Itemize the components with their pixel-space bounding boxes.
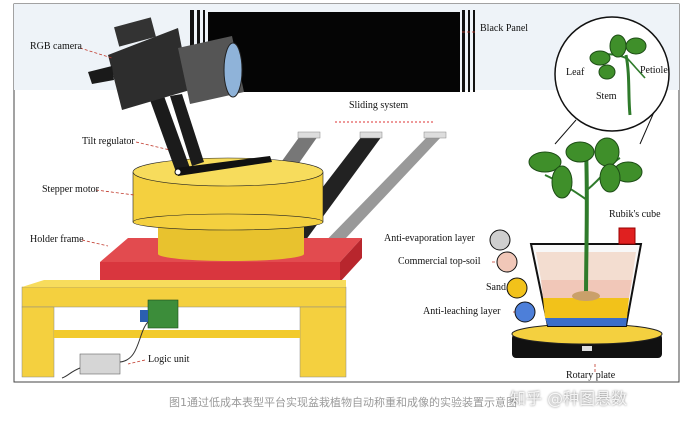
- label-rotary-plate: Rotary plate: [566, 370, 616, 381]
- tilt-regulator: [150, 94, 272, 176]
- label-stepper-motor: Stepper motor: [42, 184, 99, 195]
- rgb-camera: [88, 17, 244, 110]
- layer-legend: [489, 229, 536, 323]
- figure-caption: 图1通过低成本表型平台实现盆栽植物自动称重和成像的实验装置示意图: [169, 396, 517, 409]
- label-stem: Stem: [596, 91, 617, 102]
- label-holder-frame: Holder frame: [30, 234, 84, 245]
- label-logic-unit: Logic unit: [148, 354, 190, 365]
- label-sliding-system: Sliding system: [349, 100, 409, 111]
- label-sand: Sand: [486, 282, 506, 293]
- label-commercial-top-soil: Commercial top-soil: [398, 256, 481, 267]
- label-black-panel: Black Panel: [480, 23, 529, 34]
- logic-unit: [61, 299, 179, 379]
- label-anti-leaching-layer: Anti-leaching layer: [423, 306, 501, 317]
- plant: [528, 137, 643, 301]
- stepper-motor: [132, 157, 324, 261]
- label-tilt-regulator: Tilt regulator: [82, 136, 135, 147]
- black-panel: [190, 10, 475, 92]
- label-rgb-camera: RGB camera: [30, 41, 82, 52]
- watermark: 知乎 @种图悬数: [510, 389, 628, 408]
- label-rubiks-cube: Rubik's cube: [609, 209, 661, 220]
- label-petiole: Petiole: [640, 65, 668, 76]
- rotary-plate: [511, 323, 663, 358]
- base-bench: [21, 280, 347, 378]
- zoom-callout: [554, 16, 670, 145]
- label-anti-evaporation-layer: Anti-evaporation layer: [384, 233, 475, 244]
- label-leaf: Leaf: [566, 67, 585, 78]
